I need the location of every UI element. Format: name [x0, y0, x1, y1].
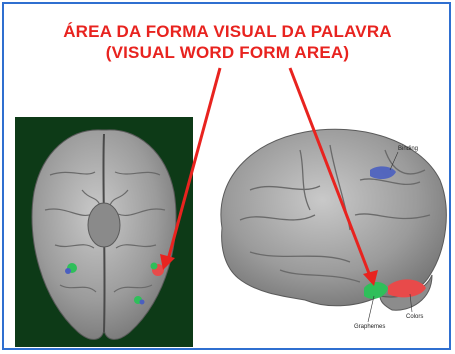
label-binding: Binding — [398, 146, 418, 152]
lateral-brain — [221, 129, 446, 322]
ventral-brain — [32, 130, 176, 340]
label-graphemes: Graphemes — [354, 324, 385, 330]
label-colors: Colors — [406, 314, 423, 320]
